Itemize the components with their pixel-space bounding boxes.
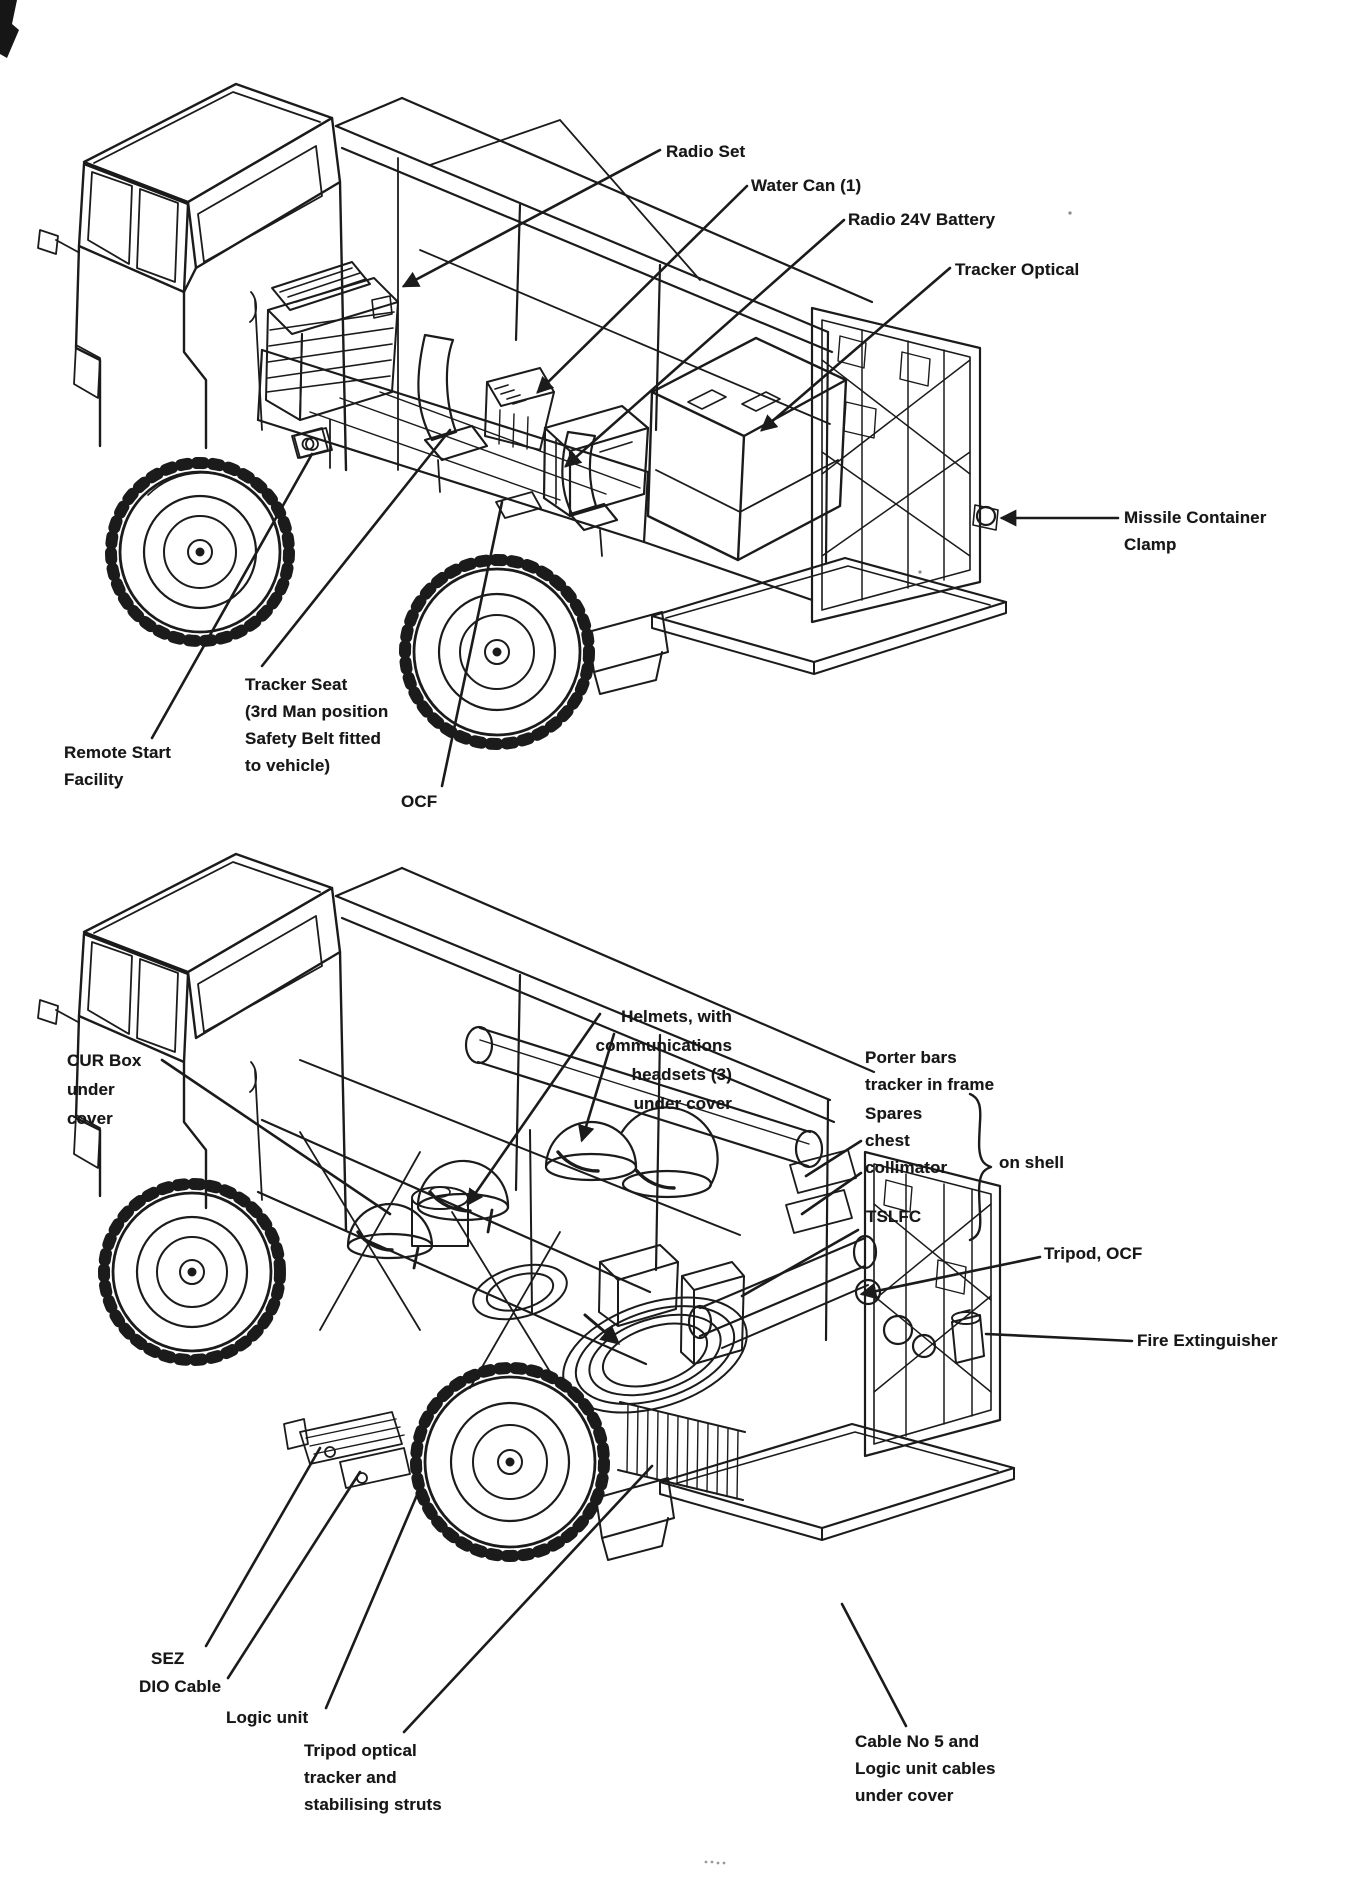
label-tripod-optical-tracker: Tripod optical tracker and stabilising s… (304, 1741, 442, 1814)
label-logic-unit: Logic unit (226, 1708, 309, 1727)
label-cur-box: CUR Box under cover (67, 1051, 142, 1128)
roll-cage-top (334, 96, 874, 564)
label-helmets: Helmets, with communications headsets (3… (595, 1007, 732, 1113)
label-water-can: Water Can (1) (751, 176, 862, 195)
tailgate-drawing (650, 556, 1008, 675)
front-wheel-bottom (98, 1178, 286, 1366)
missile-rack-drawing (810, 306, 999, 624)
label-radio-24v-battery: Radio 24V Battery (848, 210, 996, 229)
label-tracker-seat: Tracker Seat (3rd Man position Safety Be… (245, 675, 389, 775)
rear-wheel-bottom (410, 1362, 610, 1562)
truck-bottom-drawing (37, 852, 1134, 1734)
label-dio-cable: DIO Cable (139, 1677, 222, 1696)
leader-lines-top (150, 148, 1120, 788)
battery-drawing (542, 404, 650, 518)
label-missile-container-clamp: Missile Container Clamp (1124, 508, 1267, 554)
label-tracker-optical: Tracker Optical (955, 260, 1080, 279)
water-can-drawing (484, 367, 555, 451)
front-wheel (105, 457, 295, 647)
tailgate-bottom (595, 1422, 1016, 1561)
cab-top (37, 82, 399, 472)
rear-wheel (399, 554, 595, 750)
label-remote-start-facility: Remote Start Facility (64, 743, 172, 789)
scan-artifacts (0, 0, 1072, 1865)
radio-set-drawing (265, 261, 399, 469)
label-spares-chest: Spares chest (865, 1104, 923, 1150)
label-sez: SEZ (151, 1649, 185, 1668)
truck-top-drawing (37, 82, 1120, 788)
underbody-units (283, 1401, 746, 1501)
ocf-unit (495, 491, 542, 519)
on-shell-brace (968, 1092, 993, 1242)
tracker-optical-drawing (646, 336, 848, 562)
leader-lines-bottom (160, 1012, 1134, 1734)
tripod-ocf-tubes (687, 1234, 937, 1359)
bed-boxes-bottom (411, 1149, 857, 1365)
label-tslfc: TSLFC (866, 1207, 922, 1226)
tracker-seat-drawing (417, 333, 619, 557)
label-collimator: collimator (865, 1158, 948, 1177)
label-radio-set: Radio Set (666, 142, 746, 161)
porter-bars-tube (464, 1025, 824, 1313)
roll-cage-bottom (256, 866, 876, 1389)
remote-start-device (293, 427, 333, 459)
label-tripod-ocf: Tripod, OCF (1044, 1244, 1143, 1263)
helmets-drawing (346, 1106, 719, 1270)
label-porter-bars: Porter bars tracker in frame (865, 1048, 995, 1094)
fire-extinguisher-drawing (951, 1309, 985, 1364)
bed-top (256, 348, 814, 695)
label-ocf: OCF (401, 792, 438, 811)
label-cable-no5: Cable No 5 and Logic unit cables under c… (855, 1732, 996, 1805)
cab-bottom (37, 852, 348, 1232)
label-fire-extinguisher: Fire Extinguisher (1137, 1331, 1278, 1350)
cable-coil-drawing (472, 1263, 748, 1414)
label-on-shell: on shell (999, 1153, 1065, 1172)
